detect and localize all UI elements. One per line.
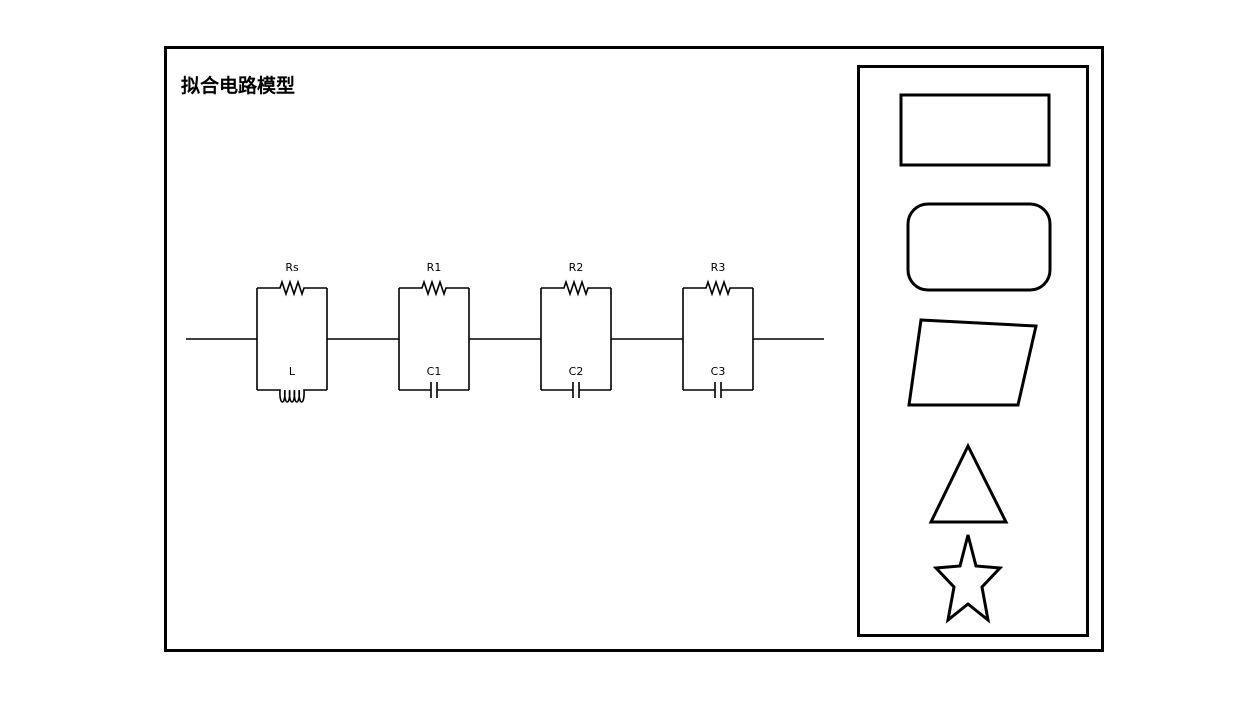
stage-1-top-label: Rs	[285, 261, 299, 274]
stage-2-capacitor	[399, 382, 469, 398]
diagram-title: 拟合电路模型	[181, 75, 296, 97]
stage-2-resistor	[399, 279, 469, 297]
stage-4-resistor	[683, 279, 753, 297]
palette-triangle-shape[interactable]	[928, 442, 1009, 524]
stage-1-resistor	[257, 279, 327, 297]
stage-3-top-label: R2	[569, 261, 584, 274]
palette-star-shape[interactable]	[932, 534, 1004, 624]
stage-4-bottom-label: C3	[711, 365, 726, 378]
stage-3-capacitor	[541, 382, 611, 398]
stage-1-inductor	[257, 389, 327, 403]
stage-1-rails	[256, 288, 328, 390]
stage-3-resistor	[541, 279, 611, 297]
stage-3-rails	[540, 288, 612, 390]
stage-2-bottom-label: C1	[427, 365, 442, 378]
stage-4-capacitor	[683, 382, 753, 398]
stage-4-top-label: R3	[711, 261, 726, 274]
stage-2-top-label: R1	[427, 261, 442, 274]
palette-parallelogram-shape[interactable]	[907, 318, 1038, 407]
stage-1-bottom-label: L	[289, 365, 296, 378]
palette-rounded-rectangle-shape[interactable]	[906, 202, 1052, 292]
stage-3-bottom-label: C2	[569, 365, 584, 378]
stage-2-rails	[398, 288, 470, 390]
circuit-group	[186, 279, 824, 403]
palette-rectangle-shape[interactable]	[899, 93, 1051, 167]
stage-4-rails	[682, 288, 754, 390]
